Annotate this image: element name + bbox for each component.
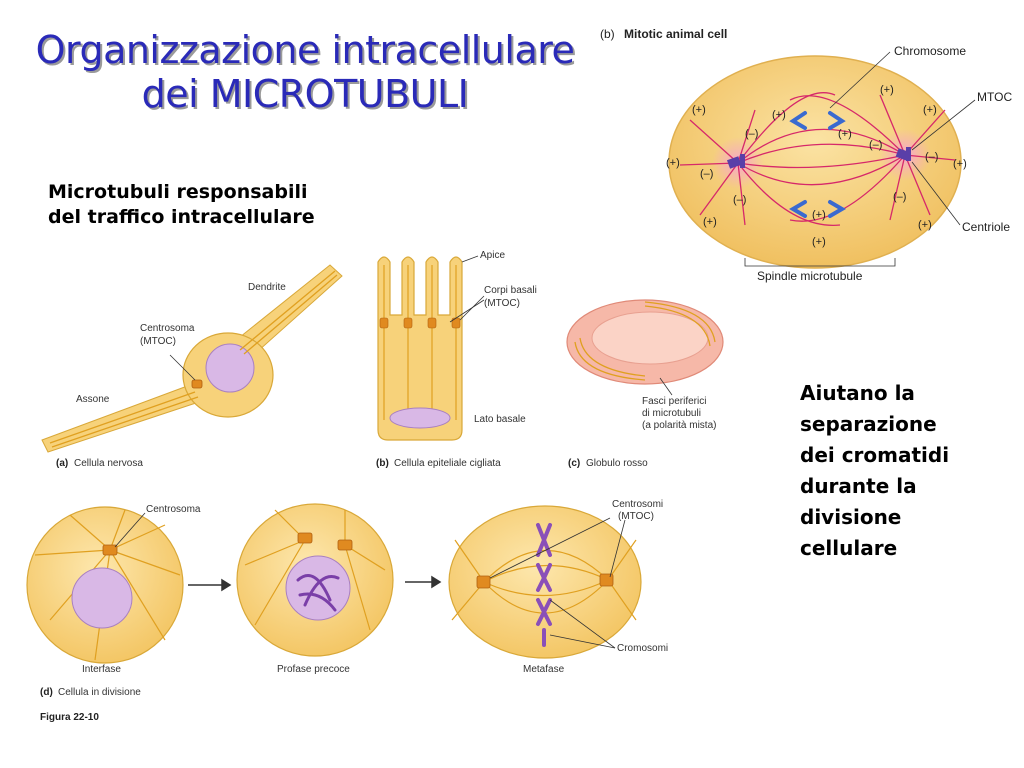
nerve-caption: Cellula nervosa <box>74 458 143 469</box>
aside-line: dei cromatidi <box>800 443 950 467</box>
nerve-microtubules <box>49 270 338 448</box>
plus-marker: (+) <box>838 128 852 140</box>
prophase-centrosomes <box>297 532 353 551</box>
centrosomes-mtoc-label: (MTOC) <box>618 511 654 522</box>
stage-label-metaphase: Metafase <box>523 664 565 675</box>
epithelial-leader-lines <box>449 255 485 323</box>
bundle-label-3: (a polarità mista) <box>642 420 716 431</box>
epithelial-cell-diagram: Apice Corpi basali (MTOC) Lato basale (b… <box>376 250 537 469</box>
centrosome-label: Centrosoma <box>146 504 201 515</box>
rbc-diagram: Fasci periferici di microtubuli (a polar… <box>566 299 724 469</box>
stage-label-prophase: Profase precoce <box>277 664 350 675</box>
bundle-label-1: Fasci periferici <box>642 396 706 407</box>
rbc-inner <box>591 311 709 365</box>
centrosome-leader-line <box>114 512 146 548</box>
rbc-leader-line <box>659 377 673 396</box>
mitotic-panel-title: Mitotic animal cell <box>624 27 727 41</box>
plus-marker: (+) <box>918 219 932 231</box>
nerve-nucleus <box>205 343 255 393</box>
metaphase-centrosomes <box>476 573 614 589</box>
caption-letter: (d) <box>40 687 53 698</box>
polarity-markers: (+) (+) (–) (+) (+) (+) (+) (–) (–) (–) … <box>666 84 967 248</box>
plus-marker: (+) <box>923 104 937 116</box>
aside-line: divisione <box>800 505 902 529</box>
plus-marker: (+) <box>953 158 967 170</box>
epithelial-body <box>377 256 463 441</box>
minus-marker: (–) <box>893 191 906 203</box>
rbc-microtubule-bundle <box>574 301 716 381</box>
dendrite-label: Dendrite <box>248 282 286 293</box>
minus-marker: (–) <box>700 168 713 180</box>
bundle-label-2: di microtubuli <box>642 408 701 419</box>
minus-marker: (–) <box>733 194 746 206</box>
subtitle-line-1: Microtubuli responsabili <box>48 181 308 203</box>
division-diagram: Centrosoma Interfase Profase precoce <box>26 499 668 723</box>
chromosome-label: Chromosome <box>894 44 966 58</box>
interphase-centrosome <box>102 544 118 556</box>
caption-letter: (a) <box>56 458 68 469</box>
subtitle: Microtubuli responsabili del traffico in… <box>48 180 388 230</box>
stage-arrow <box>405 575 442 589</box>
stage-arrow <box>188 578 232 592</box>
centrosome-mtoc-label: (MTOC) <box>140 336 176 347</box>
mitotic-cell-diagram: (b) Mitotic animal cell <box>600 27 1012 283</box>
caption-letter: (c) <box>568 458 580 469</box>
apex-label: Apice <box>480 250 505 261</box>
centrosomes-label: Centrosomi <box>612 499 663 510</box>
prophase-nucleus <box>285 555 351 621</box>
epithelial-microtubules <box>383 265 457 420</box>
figure-number: Figura 22-10 <box>40 712 99 723</box>
metaphase-leader-lines <box>489 517 626 649</box>
centriole-label: Centriole <box>962 220 1010 234</box>
nerve-centrosome <box>191 379 203 389</box>
plus-marker: (+) <box>772 109 786 121</box>
subtitle-line-2: del traffico intracellulare <box>48 206 315 228</box>
spindle-label: Spindle microtubule <box>757 269 863 283</box>
basal-bodies-label: Corpi basali <box>484 285 537 296</box>
minus-marker: (–) <box>925 151 938 163</box>
prophase-chromosomes <box>296 574 340 612</box>
basal-side-label: Lato basale <box>474 414 526 425</box>
basal-bodies <box>379 317 461 329</box>
mitotic-leader-lines <box>744 51 976 267</box>
division-caption: Cellula in divisione <box>58 687 141 698</box>
basal-bodies-mtoc-label: (MTOC) <box>484 298 520 309</box>
interphase-nucleus <box>71 567 133 629</box>
metaphase-chromosomes <box>536 523 552 647</box>
plus-marker: (+) <box>692 104 706 116</box>
page-title: Organizzazione intracellulare dei MICROT… <box>10 28 600 116</box>
minus-marker: (–) <box>869 139 882 151</box>
mitotic-centrioles <box>726 147 911 169</box>
centrosome-label: Centrosoma <box>140 323 195 334</box>
rbc-caption: Globulo rosso <box>586 458 648 469</box>
plus-marker: (+) <box>880 84 894 96</box>
metaphase-spindle <box>451 539 637 621</box>
mtoc-label: MTOC <box>977 90 1012 104</box>
caption-letter: (b) <box>376 458 389 469</box>
chromosomes-label: Cromosomi <box>617 643 668 654</box>
axon-label: Assone <box>76 394 110 405</box>
plus-marker: (+) <box>812 236 826 248</box>
plus-marker: (+) <box>703 216 717 228</box>
aside-line: cellulare <box>800 536 898 560</box>
nerve-leader-lines <box>169 354 196 381</box>
aside-text: Aiutano la separazione dei cromatidi dur… <box>800 378 1000 564</box>
epithelial-caption: Cellula epiteliale cigliata <box>394 458 501 469</box>
title-line-2: dei MICROTUBULI <box>141 72 469 116</box>
plus-marker: (+) <box>666 157 680 169</box>
mitotic-chromosomes <box>789 111 846 218</box>
nerve-cell-diagram: Dendrite Centrosoma (MTOC) Assone (a) Ce… <box>41 264 343 469</box>
mitotic-cell-body <box>668 55 962 269</box>
epithelial-nucleus <box>389 407 451 429</box>
mitotic-panel-letter: (b) <box>600 27 615 41</box>
aside-line: separazione <box>800 412 937 436</box>
minus-marker: (–) <box>745 128 758 140</box>
plus-marker: (+) <box>812 209 826 221</box>
stage-label-interphase: Interfase <box>82 664 121 675</box>
aside-line: durante la <box>800 474 917 498</box>
title-line-1: Organizzazione intracellulare <box>35 28 575 72</box>
aside-line: Aiutano la <box>800 381 915 405</box>
